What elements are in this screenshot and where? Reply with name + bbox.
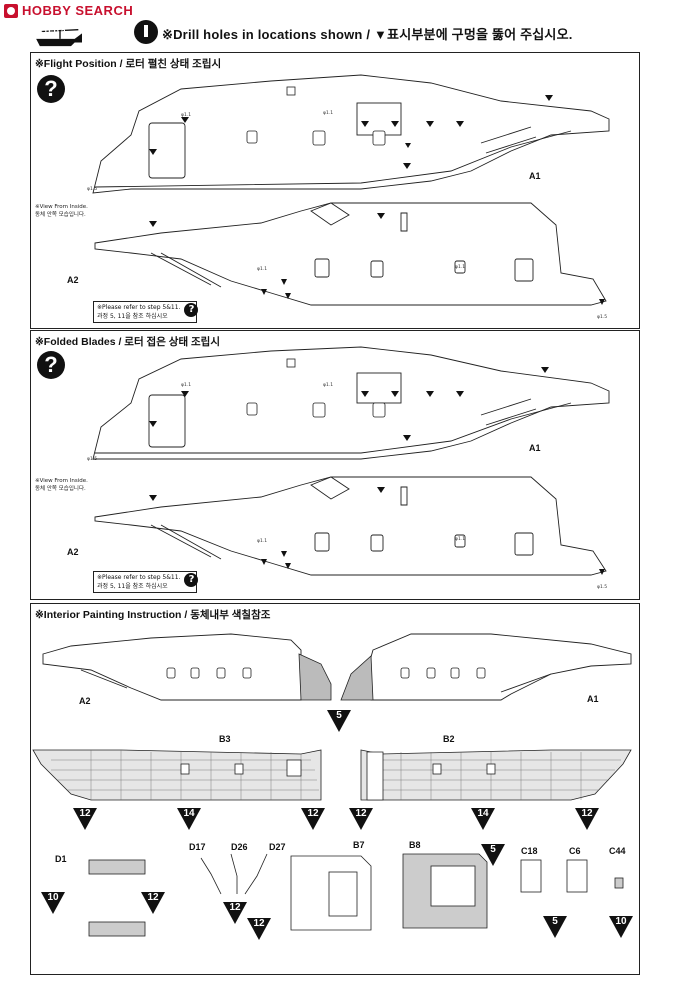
- interior-painting-panel: ※Interior Painting Instruction / 동체내부 색칠…: [30, 603, 640, 975]
- view-inside-en: ※View From Inside.: [35, 204, 88, 210]
- part-d17-label: D17: [189, 842, 206, 852]
- dim-label: φ1.5: [597, 585, 608, 590]
- color-callout: 12: [223, 900, 247, 924]
- part-b7-label: B7: [353, 840, 365, 850]
- dim-label: φ1.1: [323, 383, 334, 388]
- brand-logo: HOBBY SEARCH: [4, 3, 133, 18]
- part-b3-label: B3: [219, 734, 231, 744]
- color-callout: 12: [73, 806, 97, 830]
- dim-label: φ1.5: [597, 315, 608, 320]
- part-b8-label: B8: [409, 840, 421, 850]
- interior-painting-title: ※Interior Painting Instruction / 동체내부 색칠…: [35, 609, 271, 621]
- refer-kr: 과정 5, 11을 참조 하십시오: [97, 583, 168, 590]
- color-callout: 5: [543, 914, 567, 938]
- view-inside-note: ※View From Inside. 동체 안쪽 모습입니다.: [35, 477, 88, 493]
- view-inside-kr: 동체 안쪽 모습입니다.: [35, 486, 86, 492]
- brand-icon: [4, 3, 18, 18]
- dim-label: φ1.5: [87, 457, 98, 462]
- refer-step-box: ※Please refer to step 5&11. 과정 5, 11을 참조…: [93, 571, 199, 593]
- color-callout: 12: [141, 890, 165, 914]
- color-callout: 12: [301, 806, 325, 830]
- part-a1-label: A1: [587, 694, 599, 704]
- drill-instruction: ※Drill holes in locations shown / ▼표시부분에…: [162, 27, 573, 42]
- part-b2-label: B2: [443, 734, 455, 744]
- flight-position-panel: ※Flight Position / 로터 펼친 상태 조립시 ?: [30, 52, 640, 329]
- part-c18-label: C18: [521, 846, 538, 856]
- view-inside-note: ※View From Inside. 동체 안쪽 모습입니다.: [35, 203, 88, 219]
- refer-kr: 과정 5, 11을 참조 하십시오: [97, 313, 168, 320]
- dim-label: φ1.5: [87, 187, 98, 192]
- part-a2-label: A2: [67, 547, 79, 557]
- color-callout: 14: [471, 806, 495, 830]
- flight-position-title: ※Flight Position / 로터 펼친 상태 조립시: [35, 58, 222, 70]
- view-inside-kr: 동체 안쪽 모습입니다.: [35, 212, 86, 218]
- dim-label: φ1.1: [257, 267, 268, 272]
- interior-diagram: [32, 633, 632, 937]
- part-d26-label: D26: [231, 842, 248, 852]
- part-a2-label: A2: [79, 696, 91, 706]
- color-callout: 14: [177, 806, 201, 830]
- dim-label: φ1.1: [323, 111, 334, 116]
- drill-icon: [134, 20, 158, 44]
- part-d1-label: D1: [55, 854, 67, 864]
- color-callout: 12: [247, 916, 271, 940]
- question-icon: ?: [37, 351, 65, 379]
- dim-label: φ1.1: [455, 537, 466, 542]
- color-callout: 12: [349, 806, 373, 830]
- part-d27-label: D27: [269, 842, 286, 852]
- dim-label: φ1.1: [181, 113, 192, 118]
- color-callout: 5: [481, 842, 505, 866]
- part-a1-label: A1: [529, 171, 541, 181]
- dim-label: φ1.1: [181, 383, 192, 388]
- view-inside-en: ※View From Inside.: [35, 478, 88, 484]
- refer-step-box: ※Please refer to step 5&11. 과정 5, 11을 참조…: [93, 301, 199, 323]
- step-label: STEP 3: [38, 28, 66, 37]
- color-callout: 12: [575, 806, 599, 830]
- folded-blades-title: ※Folded Blades / 로터 접은 상태 조립시: [35, 336, 221, 348]
- question-icon: ?: [37, 75, 65, 103]
- part-a2-label: A2: [67, 275, 79, 285]
- dim-label: φ1.1: [257, 539, 268, 544]
- question-icon: ?: [184, 573, 199, 587]
- dim-label: φ1.1: [455, 265, 466, 270]
- brand-name: HOBBY SEARCH: [22, 3, 134, 18]
- helicopter-icon: [36, 28, 82, 47]
- part-c6-label: C6: [569, 846, 581, 856]
- color-callout: 10: [41, 890, 65, 914]
- folded-fuselage-diagram: [92, 346, 610, 576]
- folded-blades-panel: ※Folded Blades / 로터 접은 상태 조립시 ?: [30, 330, 640, 600]
- color-callout: 10: [609, 914, 633, 938]
- flight-fuselage-diagram: [92, 74, 610, 306]
- color-callout: 5: [327, 708, 351, 732]
- refer-en: ※Please refer to step 5&11.: [97, 304, 181, 311]
- question-icon: ?: [184, 303, 199, 317]
- part-c44-label: C44: [609, 846, 626, 856]
- part-a1-label: A1: [529, 443, 541, 453]
- refer-en: ※Please refer to step 5&11.: [97, 574, 181, 581]
